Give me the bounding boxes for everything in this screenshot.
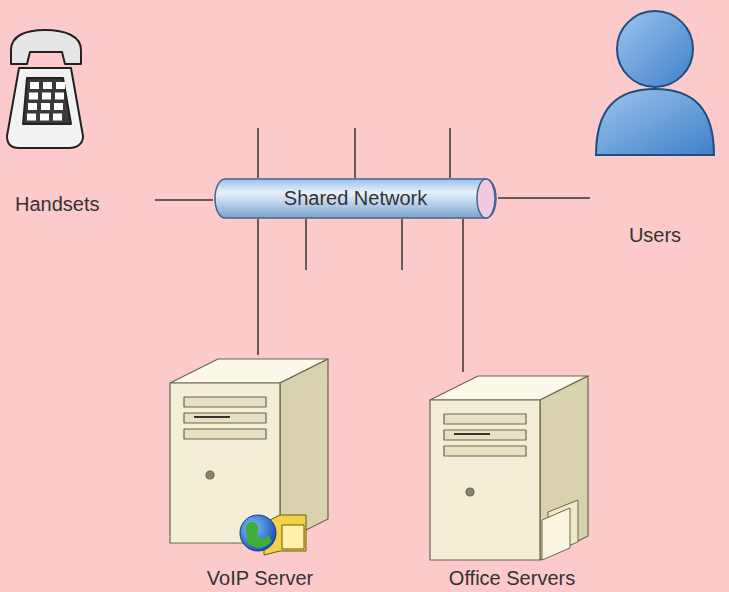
globe-badge [240,515,306,555]
node-label: Office Servers [412,566,612,590]
document-sheet [542,508,570,560]
network-link [462,219,464,372]
phone-handset [11,30,81,64]
drive-bay [444,414,526,424]
phone-key [40,114,49,121]
power-button [206,471,214,479]
globe-land [246,522,272,548]
stub-line [401,219,403,270]
phone-keypad [23,78,71,124]
phone-key [29,93,38,100]
phone-body [7,68,83,148]
telephone-drawing [7,30,83,148]
node-label: VoIP Server [160,566,360,590]
user-figure [596,11,714,155]
cylinder-end [477,179,495,218]
user-icon [590,5,720,249]
power-button [466,488,474,496]
stub-line [257,128,259,178]
device-node: Handsets [5,28,155,218]
network-link [155,199,213,201]
node-label: Users [590,223,720,247]
phone-icon [5,28,155,218]
office-icon [412,372,612,592]
phone-key [42,93,51,100]
phone-key [54,103,63,110]
device-node: Office Servers [412,372,612,592]
node-label: Shared Network [213,178,498,219]
folder-page [282,525,304,549]
drive-bay [444,430,526,440]
phone-key [55,93,64,100]
server-tower [430,376,588,560]
node-label: Handsets [5,192,155,216]
user-head [617,11,693,87]
network-cylinder: Shared Network [213,178,498,219]
drive-bay [184,397,266,407]
phone-key [53,114,62,121]
phone-key [28,103,37,110]
device-node: Users [590,5,720,249]
document-badge [542,500,578,560]
phone-key [30,82,39,89]
stub-line [305,219,307,270]
tower-front [430,400,540,560]
drive-slot [194,416,230,418]
tower-side [540,376,588,560]
globe [240,515,276,551]
phone-key [27,114,36,121]
stub-line [449,128,451,178]
network-link [257,219,259,355]
voip-icon [160,355,360,592]
user-body [596,89,714,155]
network-link [498,197,590,199]
drive-bay [184,429,266,439]
drive-bay [444,446,526,456]
drive-slot [454,433,490,435]
phone-key [56,82,65,89]
device-node: VoIP Server [160,355,360,592]
phone-key [41,103,50,110]
stub-line [354,128,356,178]
phone-key [43,82,52,89]
drive-bay [184,413,266,423]
